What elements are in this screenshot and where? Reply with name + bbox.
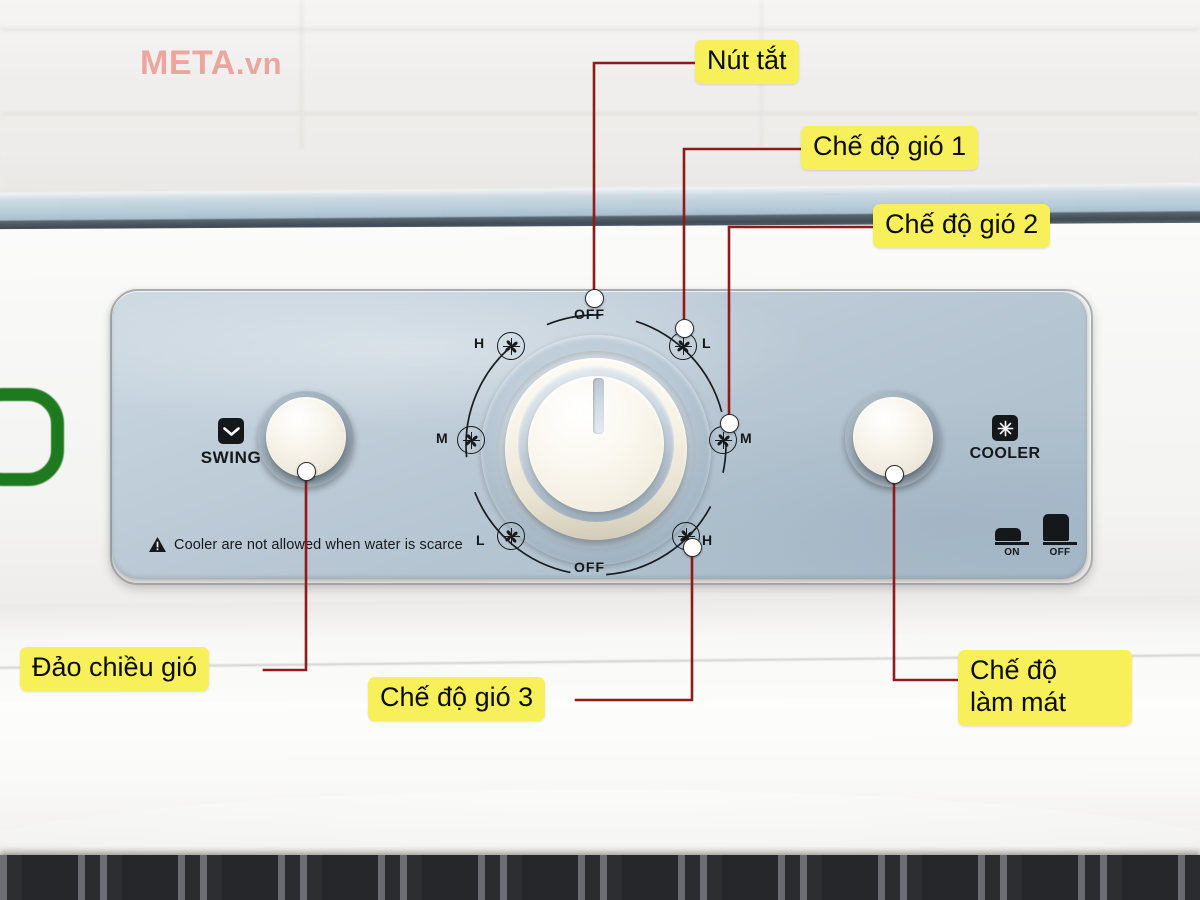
cooler-label: COOLER bbox=[969, 445, 1041, 462]
callout-che-do-lam-mat-line2: làm mát bbox=[970, 686, 1067, 717]
water-warning: Cooler are not allowed when water is sca… bbox=[148, 536, 463, 553]
water-level-on-glyph bbox=[995, 528, 1021, 541]
target-dot-off bbox=[585, 289, 604, 308]
water-level-off: OFF bbox=[1043, 514, 1077, 558]
speed-dial-pointer[interactable] bbox=[593, 378, 604, 434]
water-level-on: ON bbox=[995, 528, 1029, 558]
brand-logo-fragment bbox=[0, 388, 64, 486]
callout-che-do-lam-mat: Chế độ làm mát bbox=[958, 650, 1132, 726]
water-level-off-glyph bbox=[1043, 514, 1069, 541]
target-dot-high bbox=[683, 538, 702, 557]
callout-che-do-lam-mat-line1: Chế độ bbox=[970, 655, 1058, 685]
target-dot-mid bbox=[720, 414, 739, 433]
callout-che-do-gio-1: Chế độ gió 1 bbox=[801, 126, 979, 170]
callout-che-do-gio-2: Chế độ gió 2 bbox=[873, 204, 1051, 248]
warning-triangle-icon bbox=[149, 536, 166, 553]
water-warning-text: Cooler are not allowed when water is sca… bbox=[174, 536, 463, 553]
target-dot-swing bbox=[297, 462, 316, 481]
swing-label: SWING bbox=[200, 448, 262, 467]
swing-button[interactable] bbox=[258, 391, 354, 487]
target-dot-cooler bbox=[885, 465, 904, 484]
swing-label-group: SWING bbox=[184, 418, 278, 468]
snowflake-icon bbox=[992, 415, 1018, 441]
water-level-off-base bbox=[1043, 542, 1077, 545]
watermark-tld: .vn bbox=[235, 46, 283, 81]
water-level-on-label: ON bbox=[1004, 547, 1020, 558]
callout-dao-chieu-gio: Đảo chiều gió bbox=[20, 647, 210, 691]
cooler-grille-bars bbox=[0, 855, 1200, 900]
water-level-off-label: OFF bbox=[1049, 547, 1071, 558]
callout-nut-tat: Nút tắt bbox=[695, 40, 799, 84]
water-level-indicator-icon: ON OFF bbox=[995, 514, 1077, 558]
water-level-on-base bbox=[995, 542, 1029, 545]
cooler-label-group: COOLER bbox=[958, 415, 1052, 463]
meta-watermark: META.vn bbox=[140, 44, 282, 83]
callout-che-do-gio-3: Chế độ gió 3 bbox=[368, 677, 546, 721]
swing-chevron-icon bbox=[218, 418, 244, 444]
watermark-brand: META bbox=[140, 44, 236, 82]
target-dot-low bbox=[675, 319, 694, 338]
